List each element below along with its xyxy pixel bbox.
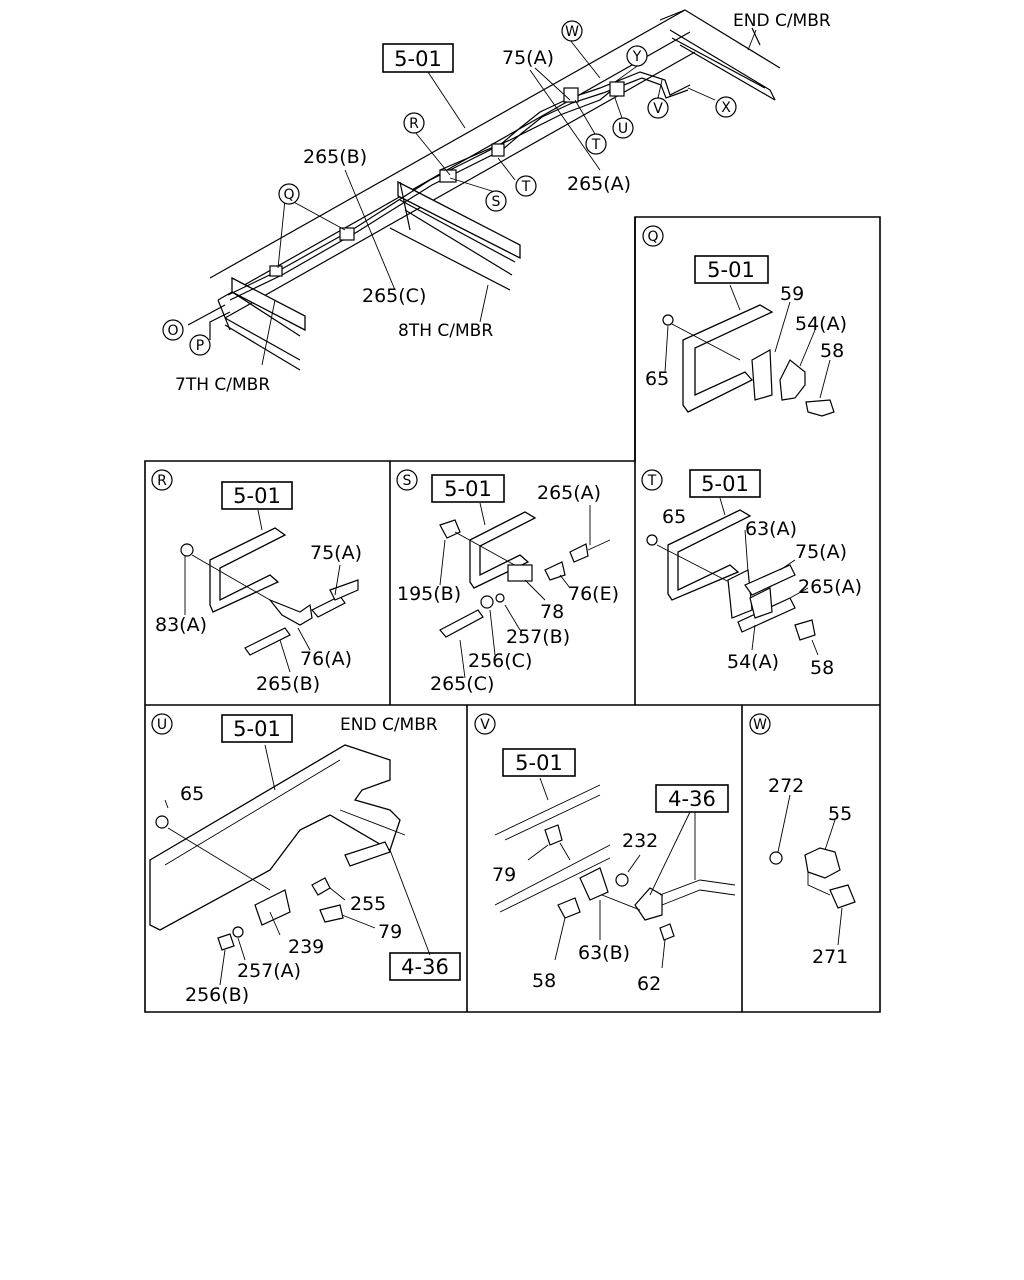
callout-p: P xyxy=(196,338,204,354)
callout-t-lower: T xyxy=(521,179,531,195)
callout-r: R xyxy=(409,116,419,132)
part-label: 65 xyxy=(645,368,669,390)
panel-t-ref: 5-01 xyxy=(701,472,749,496)
part-label: 239 xyxy=(288,936,324,958)
part-label: 257(B) xyxy=(506,626,570,648)
part-label: 265(A) xyxy=(798,576,862,598)
part-label: 54(A) xyxy=(795,313,847,335)
panel-q-ref: 5-01 xyxy=(707,258,755,282)
part-label: 59 xyxy=(780,283,804,305)
part-label: 75(A) xyxy=(310,542,362,564)
part-label: 272 xyxy=(768,775,804,797)
eighth-cross-member-label: 8TH C/MBR xyxy=(398,321,493,341)
panel-s-ref: 5-01 xyxy=(444,477,492,501)
part-label: 79 xyxy=(378,921,402,943)
panel-q: Q 5-01 59 54(A) 58 65 xyxy=(642,225,847,417)
part-label: 255 xyxy=(350,893,386,915)
panel-t: T 5-01 65 63(A) 75(A) 265(A) 54(A) 58 xyxy=(641,469,862,679)
part-label: 256(B) xyxy=(185,984,249,1006)
callout-u: U xyxy=(618,121,628,137)
callout-v: V xyxy=(653,101,663,117)
panel-w: W 272 55 271 xyxy=(749,713,856,968)
part-label: 63(B) xyxy=(578,942,630,964)
panel-t-letter: T xyxy=(647,473,657,489)
callout-o: O xyxy=(167,323,178,339)
panel-u-ref2: 4-36 xyxy=(401,955,449,979)
callout-t-upper: T xyxy=(591,137,601,153)
part-label: 79 xyxy=(492,864,516,886)
part-label: 265(C) xyxy=(430,673,494,695)
part-label: 76(E) xyxy=(568,583,619,605)
panel-u: U 5-01 END C/MBR 4-36 65 255 79 239 257(… xyxy=(149,713,461,1006)
callout-q: Q xyxy=(283,187,294,203)
callout-s: S xyxy=(492,194,501,210)
part-label: 232 xyxy=(622,830,658,852)
part-label: 257(A) xyxy=(237,960,301,982)
part-label-265c: 265(C) xyxy=(362,285,426,307)
part-label: 55 xyxy=(828,803,852,825)
panel-u-member-label: END C/MBR xyxy=(340,715,438,735)
panel-s: S 5-01 265(A) 195(B) 78 76(E) 257(B) 256… xyxy=(396,469,619,695)
part-label-265a: 265(A) xyxy=(567,173,631,195)
panel-w-letter: W xyxy=(753,717,767,733)
main-overview: 5-01 END C/MBR 8TH C/MBR 7TH C/MBR 75(A)… xyxy=(162,9,831,395)
part-label-75a: 75(A) xyxy=(502,47,554,69)
panel-r: R 5-01 75(A) 83(A) 76(A) 265(B) xyxy=(151,469,362,695)
part-label-265b: 265(B) xyxy=(303,146,367,168)
part-label: 62 xyxy=(637,973,661,995)
callout-x: X xyxy=(721,100,731,116)
callout-y: Y xyxy=(632,49,642,65)
part-label: 265(B) xyxy=(256,673,320,695)
part-label: 58 xyxy=(820,340,844,362)
part-label: 83(A) xyxy=(155,614,207,636)
panel-u-ref: 5-01 xyxy=(233,717,281,741)
main-ref-label: 5-01 xyxy=(394,47,442,71)
panel-v-ref2: 4-36 xyxy=(668,787,716,811)
part-label: 76(A) xyxy=(300,648,352,670)
callout-circles: W Y V X R T U S T Q O P xyxy=(162,20,737,356)
callout-w: W xyxy=(565,24,579,40)
part-label: 58 xyxy=(532,970,556,992)
end-cross-member-label: END C/MBR xyxy=(733,11,831,31)
panel-v: V 5-01 4-36 232 79 63(B) 58 62 xyxy=(474,713,736,995)
part-label: 256(C) xyxy=(468,650,532,672)
part-label: 78 xyxy=(540,601,564,623)
panel-r-letter: R xyxy=(157,473,167,489)
panel-v-letter: V xyxy=(480,717,490,733)
part-label: 65 xyxy=(662,506,686,528)
detail-panel-frames xyxy=(144,216,881,1013)
part-label: 65 xyxy=(180,783,204,805)
part-label: 54(A) xyxy=(727,651,779,673)
panel-v-ref: 5-01 xyxy=(515,751,563,775)
panel-u-letter: U xyxy=(157,717,167,733)
part-label: 75(A) xyxy=(795,541,847,563)
seventh-cross-member-label: 7TH C/MBR xyxy=(175,375,270,395)
panel-s-letter: S xyxy=(403,473,412,489)
panel-r-ref: 5-01 xyxy=(233,484,281,508)
panel-q-letter: Q xyxy=(647,229,658,245)
part-label: 58 xyxy=(810,657,834,679)
part-label: 63(A) xyxy=(745,518,797,540)
part-label: 271 xyxy=(812,946,848,968)
part-label: 265(A) xyxy=(537,482,601,504)
part-label: 195(B) xyxy=(397,583,461,605)
